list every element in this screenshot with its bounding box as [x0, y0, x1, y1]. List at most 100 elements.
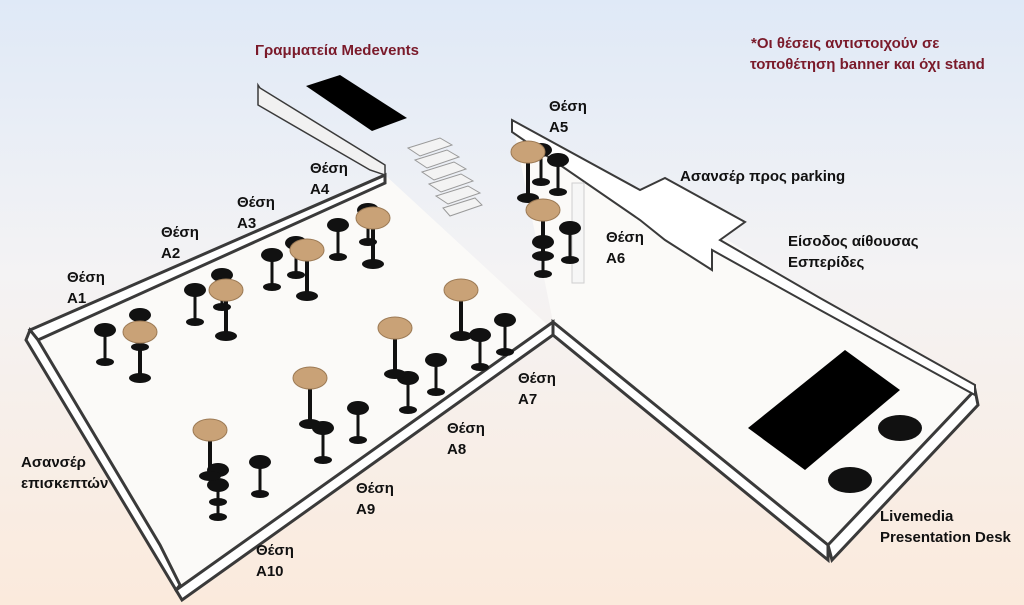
position-a10: Θέση A10	[256, 540, 294, 582]
note-line-1: *Οι θέσεις αντιστοιχούν σε	[751, 35, 940, 52]
position-a3: Θέση A3	[237, 192, 275, 234]
stool-base	[399, 406, 417, 414]
note: *Οι θέσεις αντιστοιχούν σε τοποθέτηση ba…	[750, 33, 985, 75]
position-code: A10	[256, 563, 284, 580]
position-word: Θέση	[447, 420, 485, 437]
stool-base	[561, 256, 579, 264]
secretariat-desk	[306, 75, 407, 131]
position-word: Θέση	[161, 224, 199, 241]
stool-base	[427, 388, 445, 396]
wall-top-right	[511, 118, 976, 397]
wall-secretariat	[257, 82, 386, 177]
hall-entrance-line-2: Εσπερίδες	[788, 254, 865, 271]
table-base	[296, 291, 318, 301]
hall-entrance-line-1: Είσοδος αίθουσας	[788, 233, 919, 250]
stool-base	[96, 358, 114, 366]
stool-base	[349, 436, 367, 444]
secretariat-label: Γραμματεία Medevents	[255, 42, 419, 59]
position-word: Θέση	[237, 194, 275, 211]
bar-table	[377, 316, 413, 340]
position-word: Θέση	[356, 480, 394, 497]
position-word: Θέση	[549, 98, 587, 115]
bar-table	[289, 238, 325, 262]
bar-table	[355, 206, 391, 230]
table-base	[129, 373, 151, 383]
furniture	[94, 140, 581, 521]
stool	[327, 218, 349, 232]
stool-base	[329, 253, 347, 261]
position-code: A4	[310, 181, 330, 198]
presentation-desk-label: Livemedia Presentation Desk	[880, 506, 1011, 548]
wall-far-right	[826, 386, 980, 563]
position-a8: Θέση A8	[447, 418, 485, 460]
stool	[425, 353, 447, 367]
stool	[347, 401, 369, 415]
presentation-desk	[748, 350, 900, 470]
wall-right-lower	[551, 318, 830, 564]
presentation-desk-line-2: Presentation Desk	[880, 529, 1011, 546]
position-word: Θέση	[518, 370, 556, 387]
table-base	[299, 419, 321, 429]
corridor-floor	[512, 120, 975, 545]
table-base	[384, 369, 406, 379]
bar-table	[192, 418, 228, 442]
position-a7: Θέση A7	[518, 368, 556, 410]
visitor-elevator-label: Ασανσέρ επισκεπτών	[21, 452, 108, 494]
stool-base	[314, 456, 332, 464]
stool	[129, 308, 151, 322]
position-word: Θέση	[256, 542, 294, 559]
position-code: A8	[447, 441, 467, 458]
position-code: A2	[161, 245, 181, 262]
parking-elevator-label: Ασανσέρ προς parking	[680, 168, 846, 185]
position-a1: Θέση A1	[67, 267, 105, 309]
stool-base	[534, 270, 552, 278]
stool-base	[496, 348, 514, 356]
position-code: A5	[549, 119, 569, 136]
bar-table	[443, 278, 479, 302]
presentation-desk-line-1: Livemedia	[880, 508, 954, 525]
position-code: A1	[67, 290, 87, 307]
stool	[261, 248, 283, 262]
table-base	[199, 471, 221, 481]
stool	[547, 153, 569, 167]
position-code: A9	[356, 501, 376, 518]
bar-table	[510, 140, 546, 164]
visitor-elevator-line-1: Ασανσέρ	[21, 454, 86, 471]
stool	[207, 478, 229, 492]
hall-entrance-label: Είσοδος αίθουσας Εσπερίδες	[788, 231, 919, 273]
stool-base	[213, 303, 231, 311]
stool-base	[251, 490, 269, 498]
stool-base	[186, 318, 204, 326]
stool	[211, 268, 233, 282]
position-a6: Θέση A6	[606, 227, 644, 269]
position-code: A7	[518, 391, 538, 408]
table-base	[215, 331, 237, 341]
stool	[249, 455, 271, 469]
stool-base	[532, 178, 550, 186]
office-chairs	[828, 415, 922, 493]
bar-table	[525, 198, 561, 222]
position-a2: Θέση A2	[161, 222, 199, 264]
position-word: Θέση	[310, 160, 348, 177]
table-base	[362, 259, 384, 269]
stool-base	[287, 271, 305, 279]
position-a4: Θέση A4	[310, 158, 348, 200]
note-line-2: τοποθέτηση banner και όχι stand	[750, 56, 985, 73]
position-word: Θέση	[67, 269, 105, 286]
position-code: A6	[606, 250, 626, 267]
stool	[559, 221, 581, 235]
position-a9: Θέση A9	[356, 478, 394, 520]
bar-table	[208, 278, 244, 302]
stool	[184, 283, 206, 297]
stool	[469, 328, 491, 342]
table-base	[532, 251, 554, 261]
stool	[94, 323, 116, 337]
position-word: Θέση	[606, 229, 644, 246]
stool-base	[209, 513, 227, 521]
position-code: A3	[237, 215, 257, 232]
table-base	[450, 331, 472, 341]
position-a5: Θέση A5	[549, 96, 587, 138]
bar-table	[292, 366, 328, 390]
wall-visitor-elevator	[24, 327, 182, 593]
